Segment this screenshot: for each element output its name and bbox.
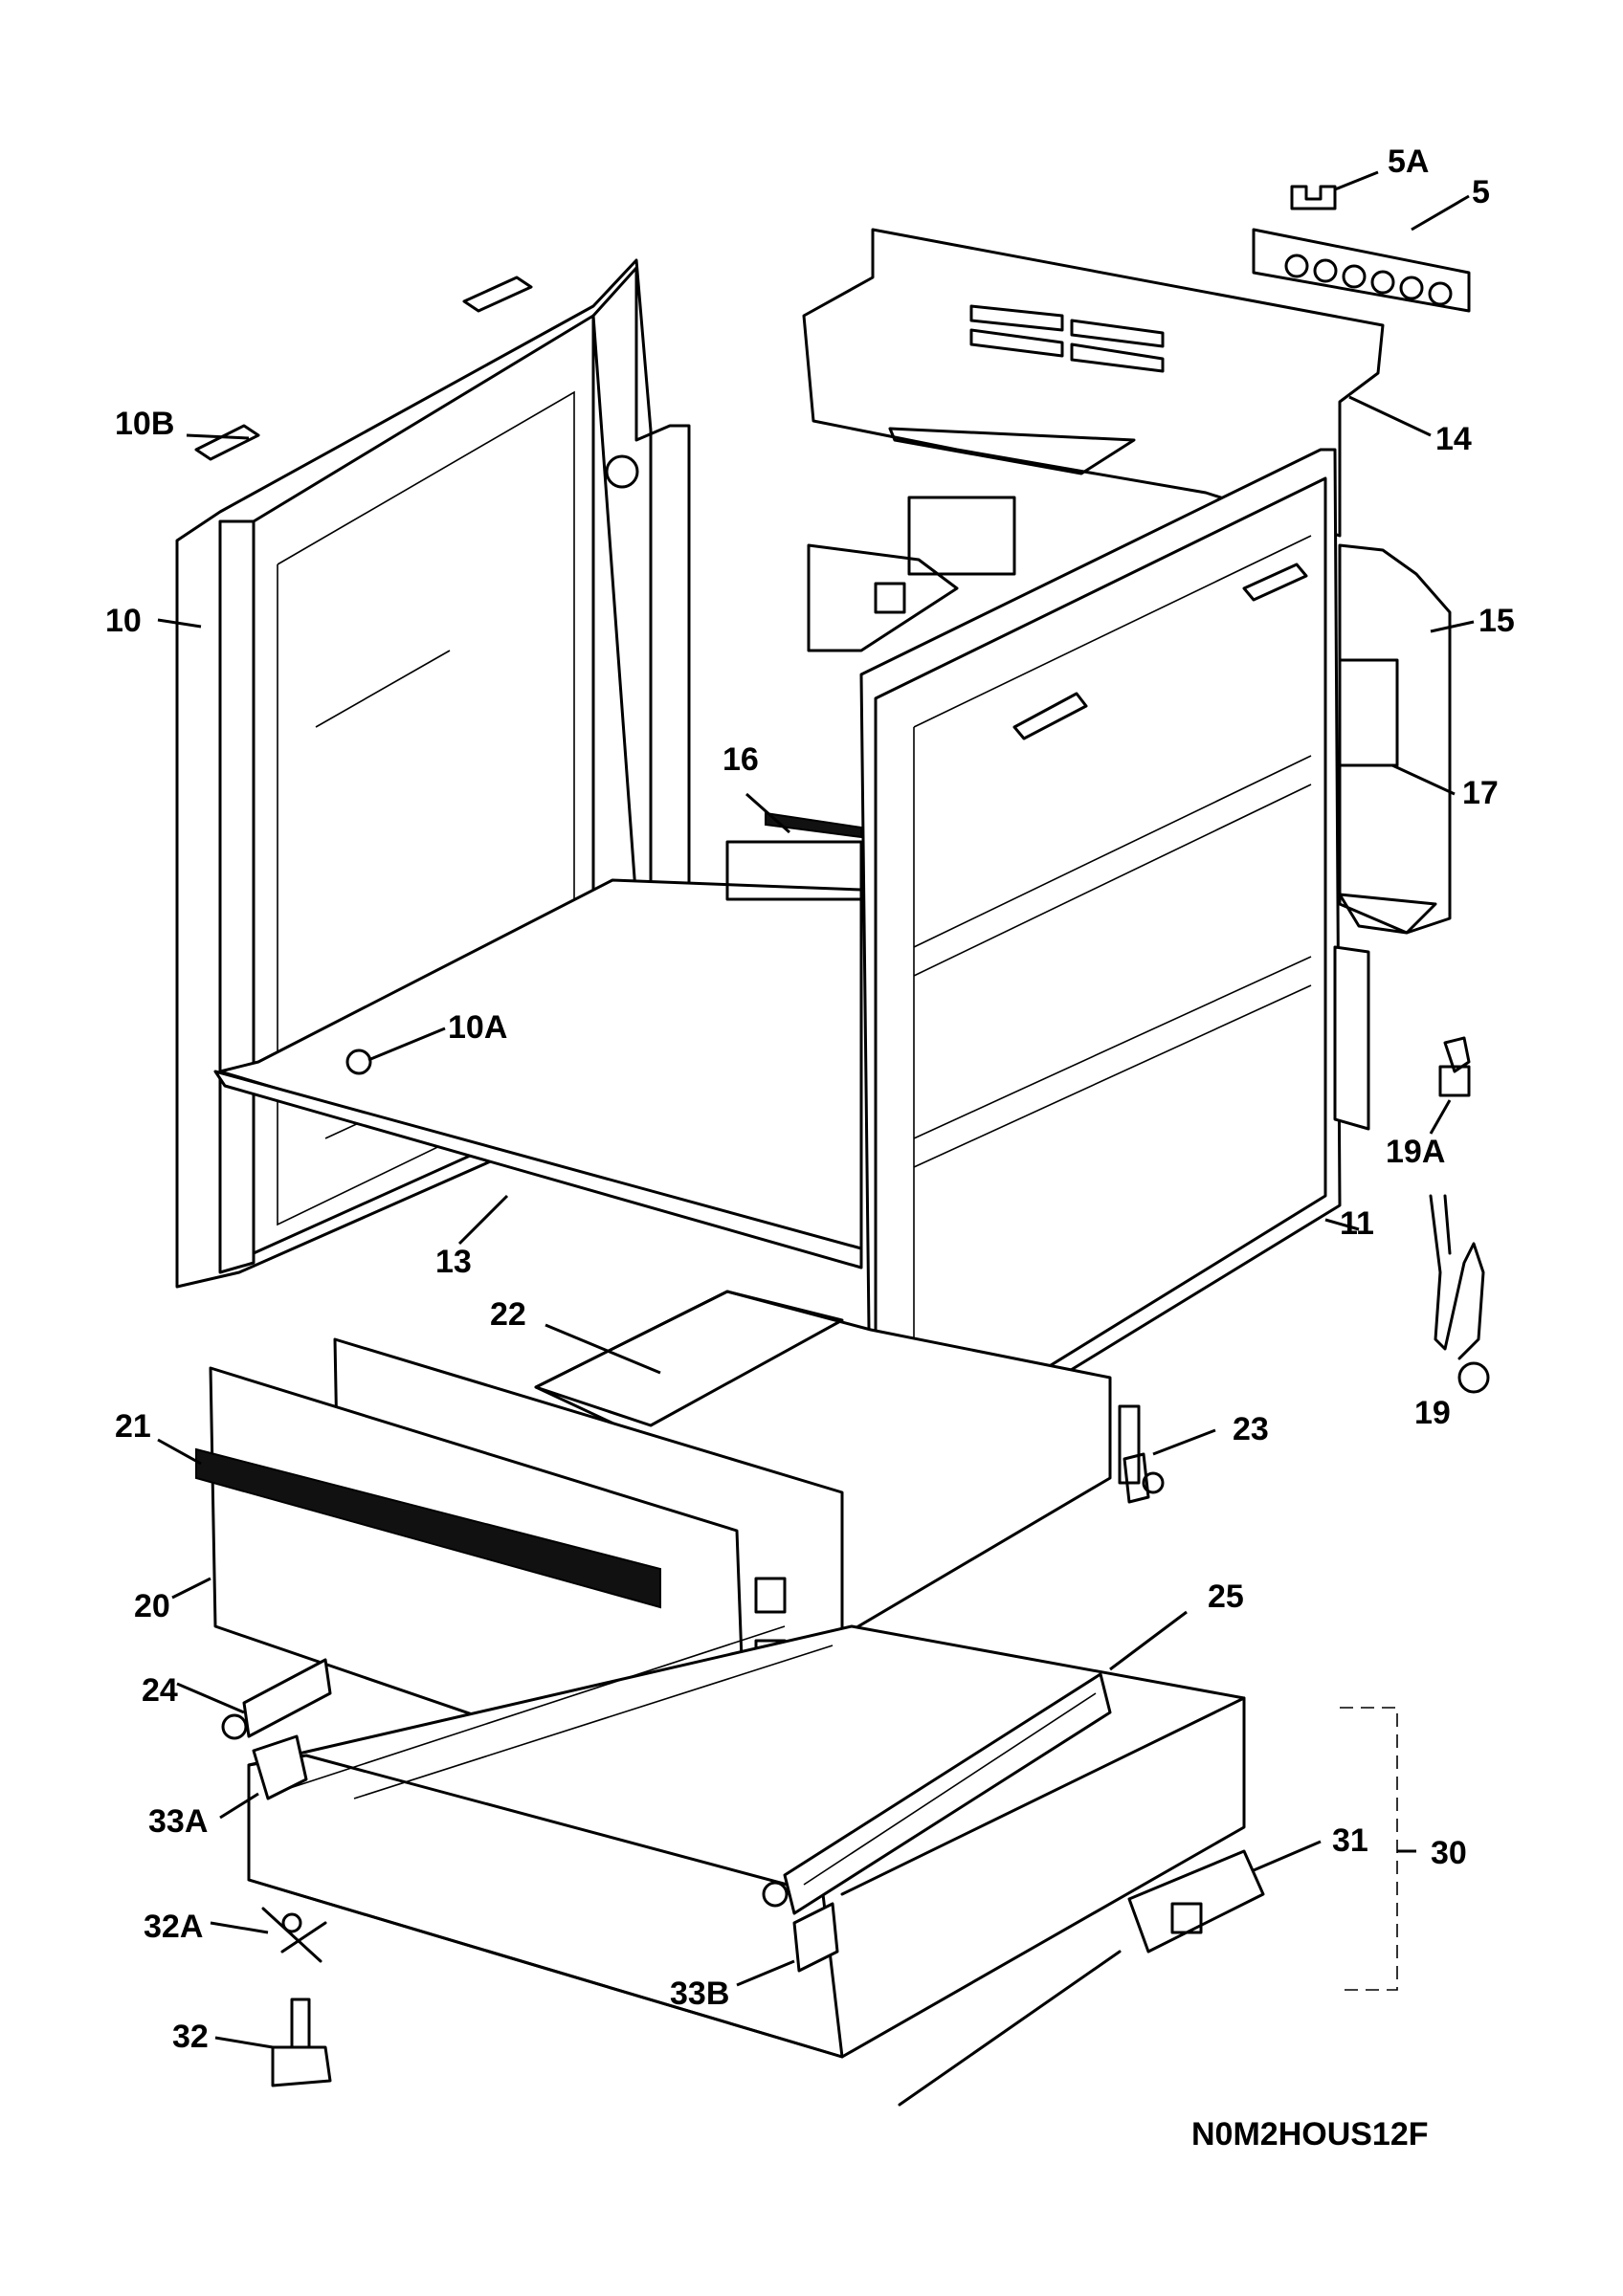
label-10a: 10A: [448, 1009, 507, 1046]
label-13: 13: [435, 1244, 472, 1280]
rear-panel: [802, 228, 1385, 652]
label-33b: 33B: [670, 1976, 729, 2012]
label-11: 11: [1340, 1205, 1374, 1242]
bracket-23: [1123, 1452, 1165, 1504]
drawing-code: N0M2HOUS12F: [1191, 2116, 1429, 2152]
label-5a: 5A: [1388, 144, 1429, 180]
switch-31: [898, 1849, 1265, 2107]
label-25: 25: [1208, 1578, 1244, 1615]
label-31: 31: [1332, 1822, 1368, 1859]
part-labels: 5A 5 10B 10 14 15 16 17 10A 19A 11 13 19…: [105, 144, 1515, 2152]
drawer-rail-right: [762, 1672, 1112, 1915]
vent-top: [462, 276, 533, 313]
label-20: 20: [134, 1588, 170, 1624]
label-17: 17: [1462, 775, 1499, 811]
right-side-panel: [859, 448, 1342, 1494]
leader-lines: [157, 170, 1475, 2049]
insulation-strip: [765, 811, 862, 839]
label-22: 22: [490, 1296, 526, 1333]
label-23: 23: [1233, 1411, 1269, 1447]
foot-32: [271, 1998, 332, 2087]
label-15: 15: [1478, 603, 1515, 639]
label-24: 24: [142, 1672, 178, 1709]
label-32: 32: [172, 2019, 209, 2055]
label-32a: 32A: [144, 1909, 203, 1945]
side-bracket: [1338, 543, 1452, 935]
control-bracket: [1252, 228, 1471, 313]
label-19: 19: [1414, 1395, 1451, 1431]
label-16: 16: [723, 741, 759, 778]
label-10b: 10B: [115, 406, 174, 442]
power-cord: [1429, 1194, 1490, 1394]
cavity-floor: [213, 840, 863, 1269]
label-21: 21: [115, 1408, 151, 1445]
label-14: 14: [1435, 421, 1472, 457]
thermostat-19a: [1438, 1036, 1471, 1097]
label-19a: 19A: [1386, 1134, 1445, 1170]
clip-5a: [1290, 185, 1337, 210]
vent-10b: [194, 424, 260, 461]
label-5: 5: [1472, 174, 1490, 210]
leveler-32a: [261, 1907, 327, 1963]
bracket-33b: [792, 1902, 839, 1973]
side-strip: [1333, 945, 1370, 1131]
label-30: 30: [1431, 1835, 1467, 1871]
label-33a: 33A: [148, 1803, 208, 1840]
drawer-rail-left: [221, 1658, 332, 1740]
bracket-33a: [252, 1734, 308, 1800]
label-10: 10: [105, 603, 142, 639]
group-bracket-30: [1340, 1707, 1398, 1991]
